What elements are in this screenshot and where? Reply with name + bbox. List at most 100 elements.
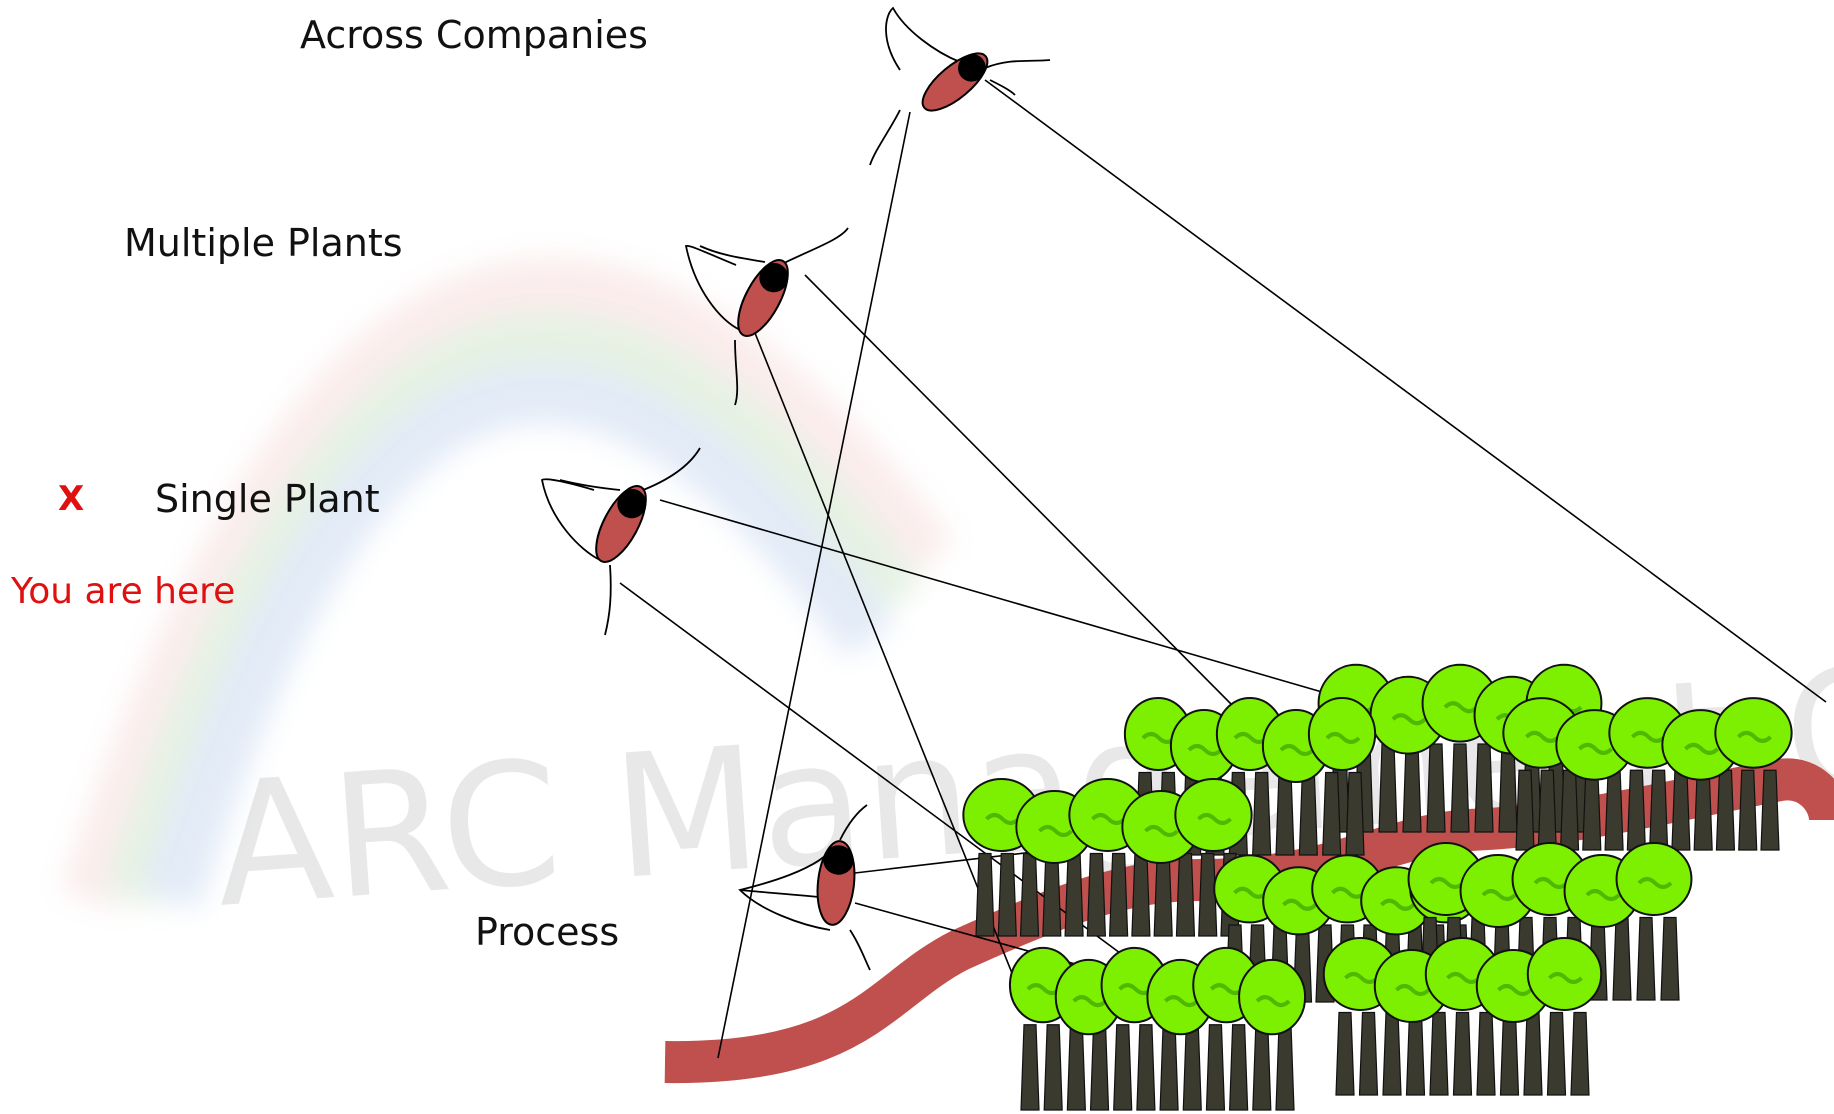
- foliage-detail: [1585, 889, 1621, 901]
- tree-trunk: [975, 852, 995, 937]
- tree-trunk: [1043, 1024, 1063, 1111]
- eye-pupil: [823, 845, 854, 875]
- tree-trunk: [1159, 1024, 1179, 1111]
- tree-trunk: [1064, 852, 1084, 937]
- tree-trunk: [1582, 769, 1602, 851]
- tree-trunk: [1523, 1011, 1543, 1096]
- foliage-detail: [1737, 730, 1772, 743]
- tree-trunk: [1649, 769, 1669, 851]
- foliage-detail: [1164, 995, 1199, 1008]
- tree-trunk: [1198, 852, 1218, 937]
- tree-trunk: [1175, 852, 1196, 937]
- tree-trunk: [1402, 743, 1422, 833]
- foliage-detail: [1197, 813, 1232, 825]
- foliage-detail: [1255, 995, 1291, 1008]
- foliage-detail: [1637, 877, 1673, 889]
- tree-trunk: [1378, 743, 1398, 833]
- tree-trunk: [1229, 1024, 1249, 1111]
- eye-contour: [839, 804, 868, 841]
- tree-trunk: [1113, 1024, 1133, 1111]
- tree-trunk: [1205, 1024, 1226, 1111]
- foliage-detail: [1279, 744, 1315, 756]
- tree-trunk: [1298, 771, 1318, 856]
- tree-trunk: [1738, 769, 1758, 851]
- eye-contour: [984, 59, 1051, 69]
- tree-trunk: [1499, 1011, 1520, 1096]
- foliage-detail: [1233, 886, 1268, 899]
- foliage-detail: [1481, 889, 1517, 901]
- tree-trunk: [1109, 852, 1129, 937]
- tree-trunk: [1559, 769, 1580, 851]
- tree-trunk: [1546, 1011, 1567, 1096]
- tree-trunk: [1382, 1011, 1402, 1096]
- sight-line: [984, 79, 1827, 703]
- eye-contour: [699, 245, 766, 263]
- eye-contour: [684, 245, 741, 331]
- tree-trunk: [1693, 769, 1713, 851]
- eye-contour: [869, 109, 901, 166]
- foliage-detail: [1144, 825, 1179, 837]
- tree-trunk: [1429, 1011, 1449, 1096]
- tree-trunk: [1612, 916, 1632, 1001]
- eye-pupil: [958, 54, 986, 82]
- foliage-detail: [1091, 813, 1126, 825]
- forest-group: [962, 663, 1793, 1111]
- tree-trunk: [1426, 743, 1446, 833]
- tree-trunk: [1086, 852, 1106, 937]
- foliage-detail: [1187, 744, 1223, 756]
- foliage-detail: [1446, 972, 1481, 984]
- sight-line: [659, 499, 1323, 693]
- eye-process: [738, 804, 871, 971]
- tree-foliage: [1615, 842, 1693, 916]
- tree-trunk: [1671, 769, 1691, 851]
- tree-foliage: [1714, 697, 1793, 769]
- tree-trunk: [1626, 769, 1646, 851]
- foliage-detail: [1429, 877, 1465, 889]
- sight-line: [854, 849, 1051, 874]
- tree-trunk: [1042, 852, 1062, 937]
- tree-foliage: [1526, 937, 1603, 1011]
- tree-trunk: [1452, 1011, 1473, 1096]
- tree-trunk: [1405, 1011, 1426, 1096]
- tree-trunk: [1515, 769, 1535, 851]
- tree-trunk: [1322, 771, 1342, 856]
- tree-foliage: [1307, 697, 1377, 771]
- eye-contour: [739, 889, 831, 899]
- eyes-group: [540, 6, 1051, 971]
- level-label-across-companies: Across Companies: [300, 13, 648, 57]
- foliage-detail: [1548, 972, 1583, 984]
- eye-contour: [637, 447, 701, 493]
- eye-contour: [849, 929, 871, 971]
- foliage-detail: [1331, 886, 1366, 899]
- foliage-detail: [1631, 730, 1666, 743]
- tree-trunk: [1089, 1024, 1110, 1111]
- tree-foliage: [1238, 958, 1307, 1036]
- foliage-detail: [1684, 742, 1719, 755]
- eye-contour: [604, 564, 612, 636]
- tree-trunk: [1660, 916, 1680, 1001]
- tree-trunk: [1131, 852, 1151, 937]
- tree-trunk: [1476, 1011, 1496, 1096]
- foliage-detail: [1497, 984, 1532, 996]
- tree-trunk: [1604, 769, 1624, 851]
- tree-trunk: [1019, 852, 1040, 937]
- tree-clump: [1008, 946, 1307, 1111]
- level-label-process: Process: [475, 910, 620, 954]
- tree-trunk: [1275, 771, 1295, 856]
- tree-trunk: [1450, 743, 1470, 833]
- eye-contour: [989, 79, 1016, 96]
- sight-line: [717, 111, 911, 1059]
- eye-iris: [595, 485, 647, 563]
- tree-trunk: [1636, 916, 1656, 1001]
- eye-contour: [559, 479, 621, 491]
- foliage-detail: [1282, 898, 1317, 911]
- eye-multiple-plants: [684, 227, 849, 406]
- foliage-detail: [1380, 898, 1415, 911]
- eye-contour: [885, 6, 961, 71]
- sight-line: [804, 274, 1236, 709]
- tree-trunk: [1570, 1011, 1590, 1096]
- tree-trunk: [1760, 769, 1780, 851]
- eye-single-plant: [540, 447, 701, 636]
- foliage-detail: [1533, 877, 1569, 889]
